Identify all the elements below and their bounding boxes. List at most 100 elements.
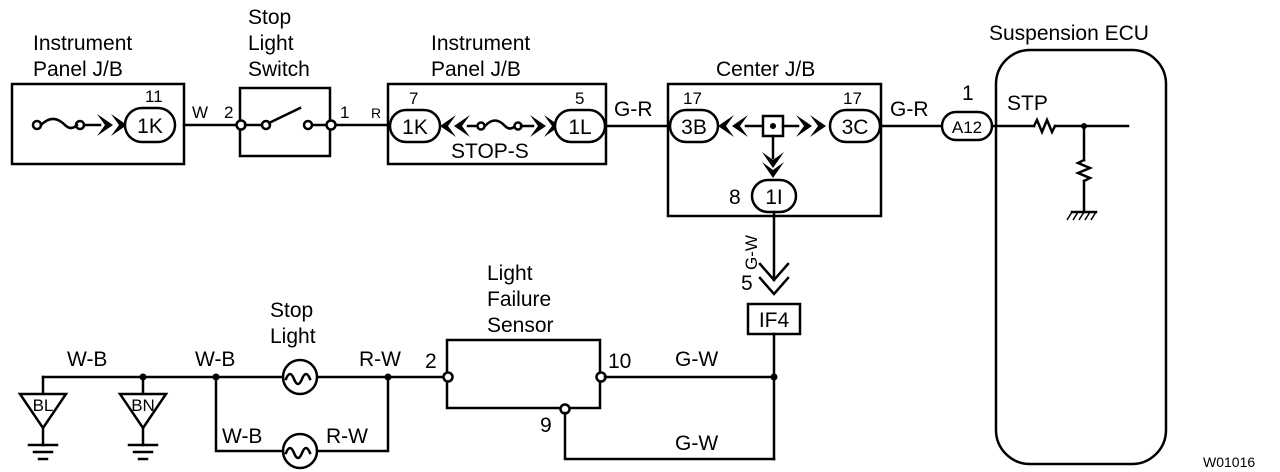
connector-arrow-icon: [732, 115, 748, 137]
stop-light-label-line1: Stop: [270, 299, 313, 322]
switch-contact-icon: [267, 106, 302, 125]
connector-arrow-icon: [758, 262, 790, 282]
connector-arrow-icon: [111, 114, 127, 136]
stop-light-switch: Stop Light Switch 2 1: [224, 6, 349, 158]
wire-w-b-3-label: W-B: [222, 425, 262, 448]
connector-a12-label: A12: [952, 118, 982, 137]
ipjb-mid-label-line1: Instrument: [431, 32, 530, 55]
fuse-icon: [31, 117, 102, 131]
connector-arrow-icon: [454, 115, 470, 137]
switch-box: [238, 86, 332, 158]
connector-1l-label: 1L: [568, 116, 591, 139]
ground-bn-label: BN: [131, 396, 155, 415]
instrument-panel-jb-mid: Instrument Panel J/B 1K 1L 7 5 STOP-S: [386, 32, 608, 166]
connector-arrow-icon: [758, 276, 790, 296]
ground-point-icon: [17, 392, 69, 431]
switch-label-line3: Switch: [248, 58, 310, 81]
pin-7-label: 7: [409, 89, 418, 108]
wire-g-r-2-label: G-R: [890, 98, 929, 121]
fuse-icon: [466, 119, 535, 131]
sensor-pin-2: 2: [425, 350, 437, 373]
wire-w-b-1-label: W-B: [67, 348, 107, 371]
suspension-ecu-box: [994, 48, 1168, 466]
connector-1k-left: [123, 106, 177, 144]
connector-1k-mid-label: 1K: [402, 116, 428, 139]
connector-arrow-icon: [530, 115, 546, 137]
switch-label-line2: Light: [248, 32, 294, 55]
light-failure-sensor: Light Failure Sensor 2 10 9: [425, 262, 631, 437]
switch-pin-1: 1: [340, 103, 349, 122]
wire-g-w-vertical-label: G-W: [742, 235, 761, 270]
connector-arrow-icon: [762, 162, 784, 178]
sensor-pin-10: 10: [608, 350, 631, 373]
stop-light: Stop Light: [270, 299, 319, 470]
ground-icon: [1066, 210, 1098, 221]
connector-if4-label: IF4: [759, 309, 790, 332]
connector-1k-left-label: 1K: [137, 115, 163, 138]
connector-arrow-icon: [796, 115, 812, 137]
suspension-ecu-label: Suspension ECU: [989, 22, 1149, 45]
connector-1i-label: 1I: [765, 186, 783, 209]
ipjb-left-label-line1: Instrument: [33, 32, 132, 55]
stop-light-label-line2: Light: [270, 325, 316, 348]
wire-g-r-1-label: G-R: [614, 98, 653, 121]
sensor-label-line2: Failure: [487, 288, 551, 311]
ipjb-left-label-line2: Panel J/B: [33, 58, 123, 81]
connector-arrow-icon: [97, 114, 113, 136]
pin-1-terminal: [325, 119, 337, 131]
pin-5-label: 5: [575, 89, 584, 108]
center-jb: Center J/B 3B 3C 1I 17 17 8: [666, 58, 883, 218]
wire-w-label: W: [192, 103, 208, 122]
ground-bl-label: BL: [33, 396, 54, 415]
wire-r-w-2-label: R-W: [326, 425, 368, 448]
connector-3b-label: 3B: [681, 116, 707, 139]
pin-17-left-label: 17: [683, 89, 702, 108]
connector-a12: A12 1: [940, 82, 994, 142]
wire-g-w-9: [563, 411, 776, 461]
pin-17-right-label: 17: [843, 89, 862, 108]
wire-w-b-2-label: W-B: [195, 348, 235, 371]
connector-3c-label: 3C: [842, 116, 869, 139]
connector-arrow-icon: [544, 115, 560, 137]
resistor-icon: [1032, 116, 1057, 136]
splice-point: [212, 373, 220, 381]
instrument-panel-jb-left: Instrument Panel J/B 1K 11: [10, 32, 186, 166]
bulb-icon: [281, 358, 319, 396]
wire-g-w-10-label: G-W: [675, 348, 718, 371]
connector-arrow-icon: [810, 115, 826, 137]
ground-icon: [127, 443, 159, 461]
bulb-icon: [281, 432, 319, 470]
fuse-stop-s-label: STOP-S: [451, 140, 529, 163]
pin-1-ecu-label: 1: [962, 82, 974, 105]
wire-r-w-2: [316, 375, 390, 453]
wire-r-label: R: [371, 105, 381, 121]
switch-label-line1: Stop: [248, 6, 291, 29]
ground-bl: BL: [17, 375, 69, 461]
sensor-box: [445, 338, 602, 410]
connector-arrow-icon: [440, 115, 456, 137]
sensor-pin-9: 9: [540, 414, 552, 437]
pin-8-label: 8: [729, 186, 741, 209]
resistor-icon: [1074, 158, 1094, 183]
figure-id: W01016: [1203, 454, 1255, 470]
connector-arrow-icon: [762, 152, 784, 168]
pin-2-sensor-terminal: [442, 371, 454, 383]
ipjb-mid-label-line2: Panel J/B: [431, 58, 521, 81]
ground-icon: [27, 443, 59, 461]
pin-11-label: 11: [145, 87, 163, 106]
pin-5-if4-label: 5: [741, 272, 753, 295]
wire-w-b-lower: [214, 375, 285, 453]
suspension-ecu: Suspension ECU STP: [989, 22, 1168, 466]
ground-point-icon: [117, 392, 169, 431]
connector-arrow-icon: [718, 115, 734, 137]
center-jb-label: Center J/B: [716, 58, 815, 81]
wire-g-w-9-label: G-W: [675, 432, 718, 455]
connector-if4: IF4 5: [741, 272, 802, 336]
switch-pin-2: 2: [224, 103, 233, 122]
wire-r-w-1-label: R-W: [359, 348, 401, 371]
ground-bn: BN: [117, 375, 169, 461]
stp-terminal-label: STP: [1007, 92, 1048, 115]
sensor-label-line1: Light: [487, 262, 533, 285]
sensor-label-line3: Sensor: [487, 314, 554, 337]
